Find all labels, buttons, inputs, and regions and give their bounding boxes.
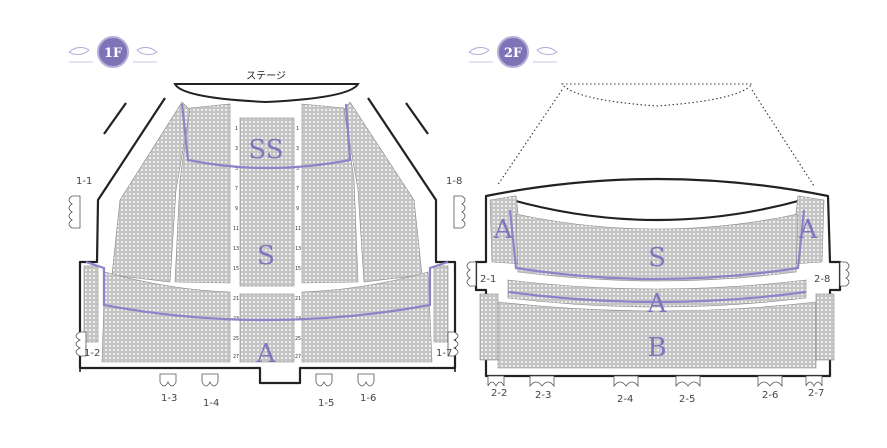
floor-2-badge-text: 2F [504, 46, 523, 61]
ss-zone-boundary [180, 103, 352, 170]
box-label-1-6: 1-6 [360, 393, 376, 404]
balcony-2-8[interactable] [839, 261, 850, 287]
seat-block-2f-left-side [479, 293, 499, 361]
svg-text:1: 1 [235, 126, 238, 132]
zone-label-s-1f: S [257, 241, 275, 271]
balcony-2-2[interactable] [487, 375, 505, 387]
box-label-1-7: 1-7 [436, 348, 452, 359]
a-zone-boundary-2f [507, 290, 807, 304]
balcony-1-4[interactable] [201, 373, 219, 387]
box-label-2-1: 2-1 [480, 274, 496, 285]
stage [173, 83, 360, 104]
zone-label-a-2f-center: A [647, 289, 668, 319]
seat-block-1f-a-center [239, 293, 295, 363]
seat-block-1f-right-side [433, 265, 449, 343]
seat-block-1f-center [239, 117, 295, 287]
svg-text:5: 5 [235, 166, 238, 172]
box-label-1-2: 1-2 [84, 348, 100, 359]
wall-right-stage [405, 102, 429, 135]
balcony-1-8[interactable] [453, 195, 466, 229]
a-zone-boundary-1f [85, 260, 449, 322]
balcony-1-7[interactable] [447, 331, 459, 357]
svg-text:7: 7 [296, 186, 299, 192]
balcony-front-rail [511, 198, 803, 222]
box-label-2-7: 2-7 [808, 388, 824, 399]
svg-text:7: 7 [235, 186, 238, 192]
svg-text:13: 13 [295, 246, 301, 252]
box-label-1-4: 1-4 [203, 398, 219, 409]
svg-text:27: 27 [295, 354, 301, 360]
box-label-2-4: 2-4 [617, 394, 633, 405]
seat-block-1f-center-right [301, 103, 359, 284]
svg-text:15: 15 [295, 266, 301, 272]
hall-outer-wall-1f [78, 97, 457, 385]
balcony-1-1[interactable] [68, 195, 81, 229]
balcony-2-6[interactable] [757, 375, 783, 388]
svg-text:15: 15 [233, 266, 239, 272]
zone-label-a-2f-left: A [493, 215, 514, 245]
zone-label-a-2f-right: A [798, 215, 819, 245]
zone-label-s-2f: S [648, 243, 666, 273]
floor-1-outline-projection [496, 83, 815, 187]
seat-block-1f-center-left [174, 103, 231, 284]
box-label-1-5: 1-5 [318, 398, 334, 409]
s-zone-boundary-2f [508, 209, 806, 281]
seat-block-1f-left-side [83, 265, 99, 343]
seat-block-1f-a-left [101, 271, 231, 363]
balcony-1-2[interactable] [75, 331, 87, 357]
svg-text:3: 3 [235, 146, 238, 152]
box-label-2-2: 2-2 [491, 388, 507, 399]
wall-left-stage [103, 102, 127, 135]
seat-block-2f-s [515, 213, 799, 282]
svg-text:9: 9 [296, 206, 299, 212]
svg-text:21: 21 [295, 296, 301, 302]
svg-text:21: 21 [233, 296, 239, 302]
svg-text:5: 5 [296, 166, 299, 172]
svg-text:25: 25 [295, 336, 301, 342]
balcony-2-5[interactable] [675, 375, 701, 388]
stage-label: ステージ [246, 71, 286, 82]
svg-text:27: 27 [233, 354, 239, 360]
floor-1-badge-text: 1F [104, 46, 123, 61]
box-label-2-6: 2-6 [762, 390, 778, 401]
balcony-2-3[interactable] [529, 375, 555, 388]
floor-2-badge: 2F [468, 36, 558, 68]
box-label-1-1: 1-1 [76, 176, 92, 187]
svg-text:1: 1 [296, 126, 299, 132]
svg-text:11: 11 [295, 226, 301, 232]
balcony-2-1[interactable] [466, 261, 477, 287]
floor-2-map: 2F S A A A B 2-1 2-8 [466, 36, 850, 405]
svg-text:9: 9 [235, 206, 238, 212]
zone-label-b-2f: B [647, 333, 666, 363]
balcony-1-5[interactable] [315, 373, 333, 387]
floor-1-badge: 1F [68, 36, 158, 68]
balcony-1-3[interactable] [159, 373, 177, 387]
box-label-1-3: 1-3 [161, 393, 177, 404]
zone-label-ss: SS [248, 135, 283, 165]
box-label-2-8: 2-8 [814, 274, 830, 285]
svg-text:11: 11 [233, 226, 239, 232]
balcony-1-6[interactable] [357, 373, 375, 387]
seat-block-1f-right-front [343, 101, 423, 283]
seat-block-2f-right-side [815, 293, 835, 361]
box-label-2-3: 2-3 [535, 390, 551, 401]
zone-label-a-1f: A [256, 339, 277, 369]
balcony-2-4[interactable] [613, 375, 639, 388]
box-label-2-5: 2-5 [679, 394, 695, 405]
svg-text:3: 3 [296, 146, 299, 152]
box-label-1-8: 1-8 [446, 176, 462, 187]
seat-block-1f-a-right [301, 271, 433, 363]
svg-text:13: 13 [233, 246, 239, 252]
svg-text:25: 25 [233, 336, 239, 342]
hall-outer-wall-2f [474, 177, 842, 378]
balcony-2-7[interactable] [805, 375, 823, 387]
